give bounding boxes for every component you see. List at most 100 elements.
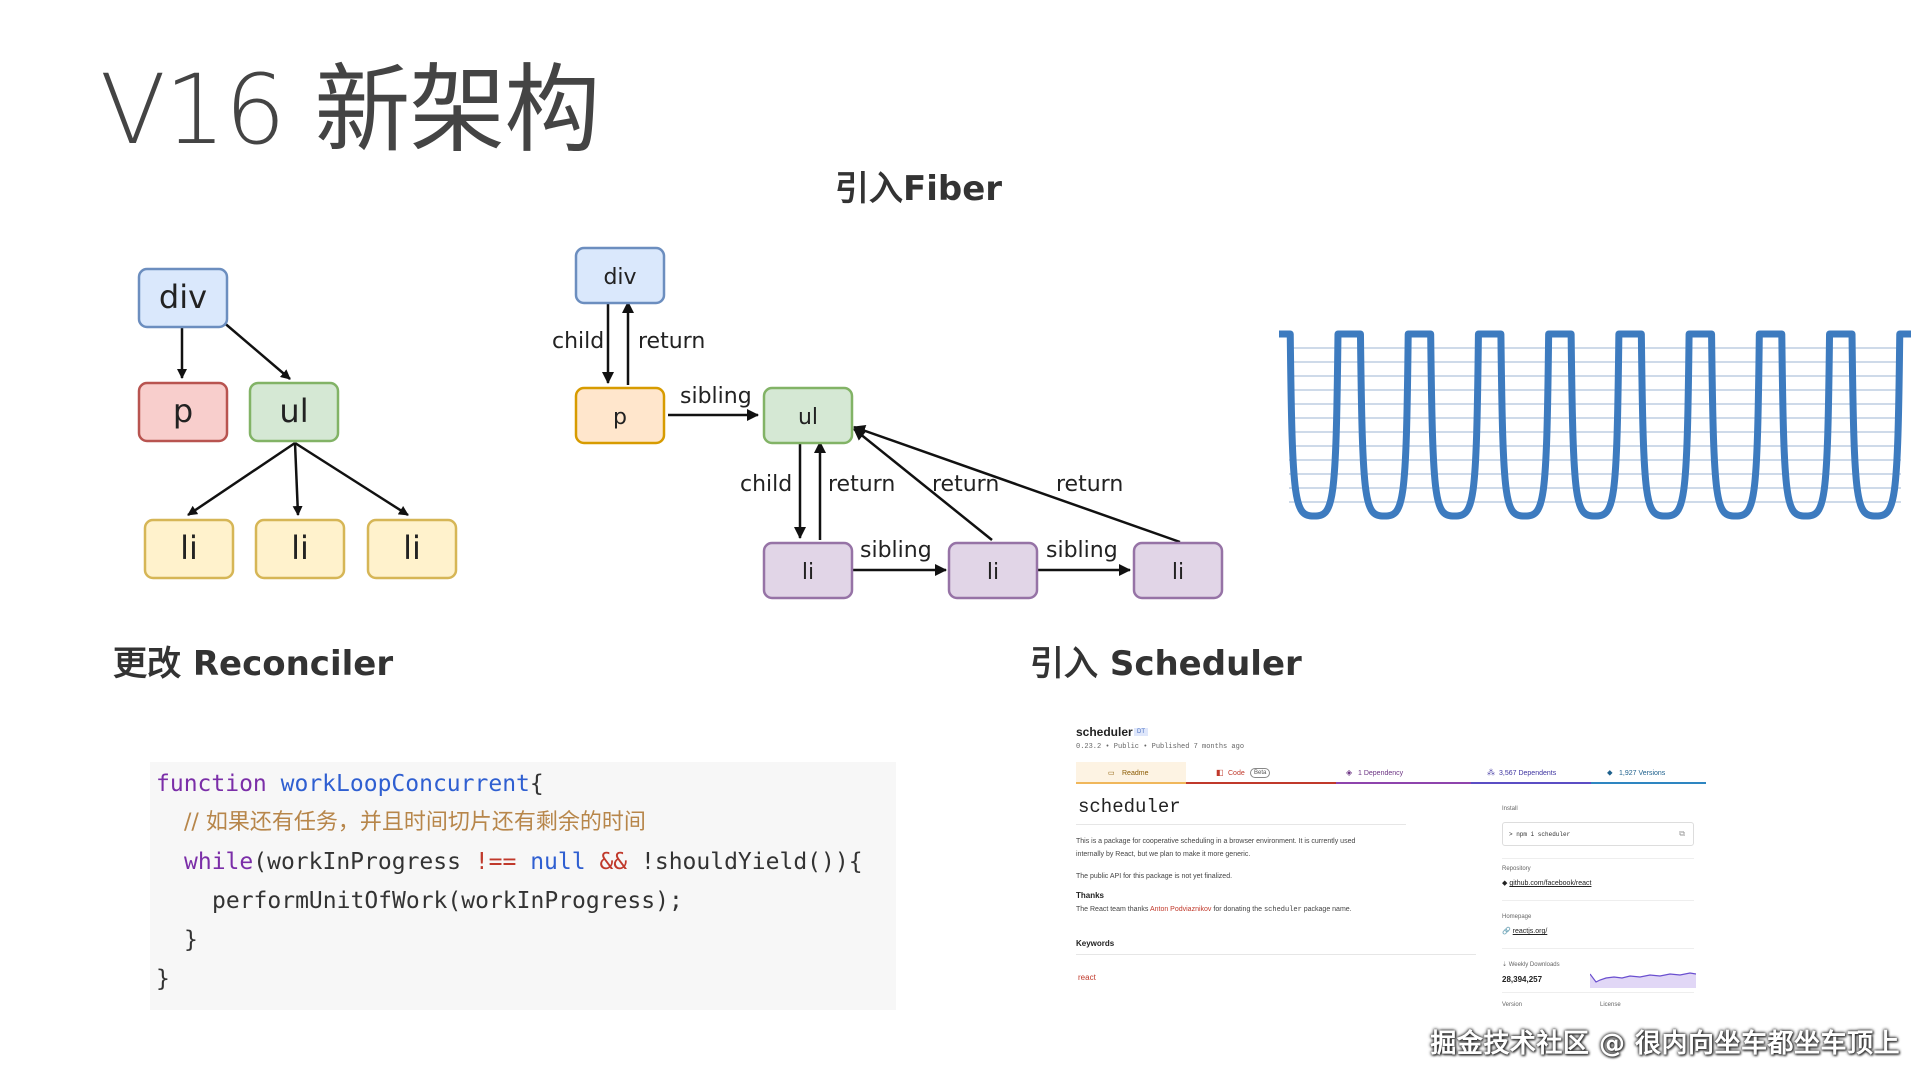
code-null: null (516, 849, 600, 875)
download-icon: ⇣ (1502, 962, 1508, 968)
repository-label: Repository (1502, 866, 1531, 872)
dependents-icon: ⁂ (1487, 768, 1495, 777)
fiber-node-li-1-label: li (802, 560, 814, 585)
fiber-label-sibling-3: sibling (1046, 538, 1118, 563)
homepage-link[interactable]: reactjs.org/ (1512, 928, 1548, 935)
fiber-label-return-4: return (1056, 472, 1123, 497)
license-label: License (1600, 1002, 1621, 1008)
fiber-label-return-1: return (638, 329, 705, 354)
tab-readme[interactable]: ▭ Readme (1076, 762, 1186, 784)
homepage-row: 🔗 reactjs.org/ (1502, 928, 1547, 935)
fiber-label-child-1: child (552, 329, 604, 354)
fiber-node-p: p (574, 386, 666, 445)
fiber-label-child-2: child (740, 472, 792, 497)
code-keyword-while: while (184, 849, 254, 875)
tab-code[interactable]: ◧ Code Beta (1186, 762, 1336, 784)
readme-title: scheduler (1078, 796, 1181, 818)
section-title-fiber: 引入Fiber (835, 169, 1003, 209)
fiber-node-li-2-label: li (987, 560, 999, 585)
code-line-6: } (156, 966, 170, 992)
tree-node-ul: ul (248, 381, 340, 443)
tab-dependency-label: 1 Dependency (1358, 770, 1404, 777)
watermark: 掘金技术社区 @ 很内向坐车都坐车顶上 (1430, 1029, 1900, 1059)
tab-readme-label: Readme (1122, 770, 1149, 777)
sidebar-divider-4 (1502, 992, 1694, 993)
tree-node-li-3: li (366, 518, 458, 580)
git-icon: ◆ (1502, 880, 1508, 887)
code-while-arg: (workInProgress (253, 849, 475, 875)
tree-node-div: div (137, 267, 229, 329)
fiber-diagram: child return sibling child return return… (552, 246, 1224, 600)
repository-link[interactable]: github.com/facebook/react (1509, 880, 1592, 887)
install-command: > npm i scheduler (1509, 831, 1571, 838)
tree-edge-ul-li2 (292, 442, 303, 516)
versions-icon: ⬥ (1607, 768, 1613, 777)
downloads-label: ⇣ Weekly Downloads (1502, 962, 1560, 968)
thanks-heading: Thanks (1076, 891, 1105, 900)
install-command-box[interactable]: > npm i scheduler ⧉ (1502, 822, 1694, 846)
fiber-node-li-3: li (1132, 541, 1224, 600)
fiber-node-li-3-label: li (1172, 560, 1184, 585)
link-icon: 🔗 (1502, 928, 1511, 935)
tree-node-div-label: div (159, 278, 207, 316)
wave-curve (1279, 330, 1911, 520)
code-brace-open: { (529, 771, 544, 797)
tree-node-ul-label: ul (279, 392, 308, 430)
code-comment: // 如果还有任务，并且时间切片还有剩余的时间 (184, 810, 646, 835)
code-line-3: while(workInProgress !== null && !should… (184, 851, 863, 874)
dependency-icon: ◈ (1346, 768, 1353, 777)
code-line-4: performUnitOfWork(workInProgress); (212, 888, 683, 914)
code-line-1: function workLoopConcurrent{ (156, 773, 544, 796)
tree-node-li-2-label: li (291, 529, 309, 567)
tab-versions[interactable]: ⬥ 1,927 Versions (1591, 762, 1706, 784)
time-slicing-wave-illustration (1279, 330, 1911, 520)
tab-code-beta-badge: Beta (1250, 768, 1271, 778)
tree-node-li-1: li (143, 518, 235, 580)
npm-ts-badge: DT (1134, 728, 1148, 736)
thanks-author-link[interactable]: Anton Podviaznikov (1149, 906, 1212, 913)
readme-divider (1076, 824, 1406, 825)
repository-row: ◆ github.com/facebook/react (1502, 880, 1591, 887)
copy-icon[interactable]: ⧉ (1679, 829, 1685, 838)
tab-dependency[interactable]: ◈ 1 Dependency (1336, 762, 1471, 784)
tab-dependents-label: 3,567 Dependents (1499, 770, 1557, 777)
tab-code-label: Code (1228, 770, 1245, 777)
fiber-node-li-2: li (947, 541, 1039, 600)
keywords-heading: Keywords (1076, 939, 1115, 948)
fiber-label-return-3: return (932, 472, 999, 497)
readme-icon: ▭ (1108, 770, 1115, 777)
tab-dependents[interactable]: ⁂ 3,567 Dependents (1471, 762, 1591, 784)
code-function-name: workLoopConcurrent (280, 771, 530, 797)
downloads-label-text: Weekly Downloads (1508, 962, 1560, 968)
install-label: Install (1502, 806, 1518, 812)
code-line-5: } (184, 927, 198, 953)
fiber-edge-return-li2-ul (853, 428, 993, 541)
readme-desc-line-3: The public API for this package is not y… (1076, 873, 1233, 880)
cut-off-row: Version License (1500, 998, 1710, 1008)
tree-edge-ul-li1 (187, 441, 296, 517)
thanks-pre: The React team thanks (1076, 906, 1149, 913)
sidebar-divider-2 (1502, 900, 1694, 901)
vdom-tree-diagram: div p ul li li li (137, 267, 458, 580)
section-title-scheduler: 引入 Scheduler (1030, 644, 1302, 684)
fiber-node-li-1: li (762, 541, 854, 600)
code-operator-neq: !== (474, 849, 517, 875)
code-block-workloop: function workLoopConcurrent{ // 如果还有任务，并… (150, 762, 896, 1010)
tree-node-p-label: p (173, 392, 193, 430)
npm-package-screenshot: scheduler DT 0.23.2 • Public • Published… (1070, 718, 1710, 1008)
section-title-reconciler: 更改 Reconciler (113, 644, 394, 684)
thanks-text: The React team thanks Anton Podviaznikov… (1076, 906, 1352, 914)
code-operator-and: && (599, 849, 628, 875)
tree-node-p: p (137, 381, 229, 443)
thanks-code: scheduler (1263, 906, 1302, 914)
fiber-label-return-2: return (828, 472, 895, 497)
homepage-label: Homepage (1502, 914, 1532, 920)
tree-node-li-1-label: li (180, 529, 198, 567)
readme-desc-line-1: This is a package for cooperative schedu… (1076, 838, 1356, 845)
thanks-post: package name. (1303, 906, 1352, 913)
fiber-node-ul: ul (762, 386, 854, 445)
fiber-node-div-label: div (603, 265, 636, 290)
keyword-react[interactable]: react (1078, 973, 1096, 982)
thanks-mid: for donating the (1213, 906, 1263, 913)
fiber-node-div: div (574, 246, 666, 305)
